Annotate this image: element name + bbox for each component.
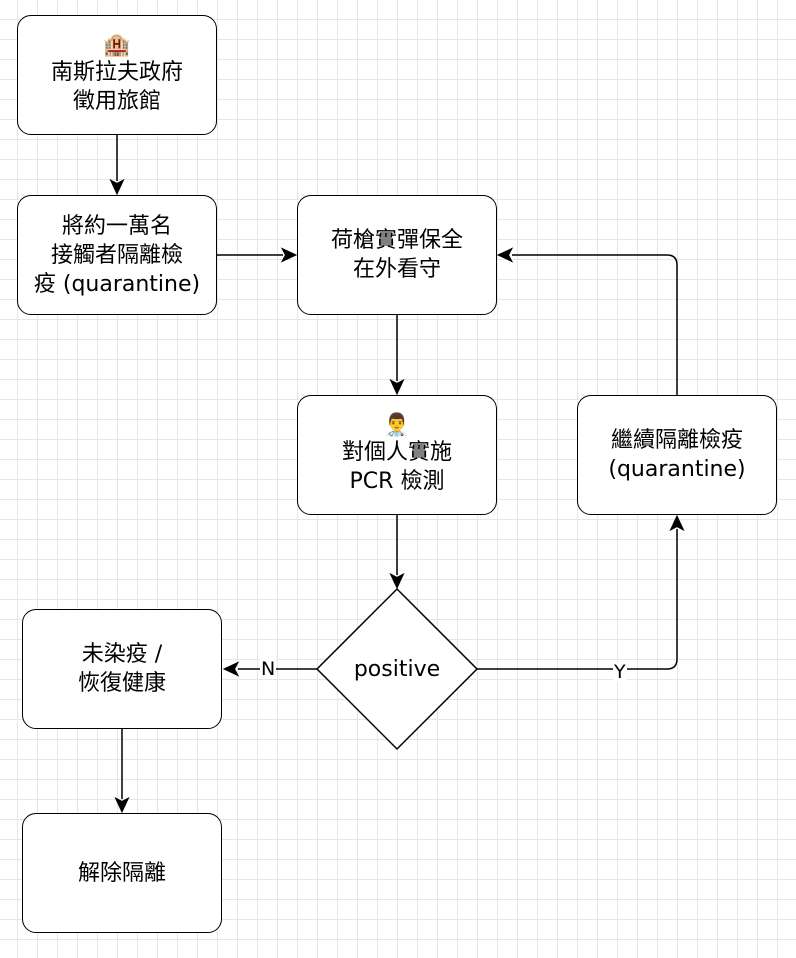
node-isolate-line3: 疫 (quarantine)	[33, 271, 201, 297]
node-healthy-line2: 恢復健康	[77, 671, 166, 696]
decision-label: positive	[353, 656, 441, 682]
edge-label-yes: Y	[613, 661, 627, 683]
node-pcr-line1: 對個人實施	[341, 440, 452, 465]
node-isolate-line2: 接觸者隔離檢	[50, 242, 183, 268]
health-worker-icon: 👨‍⚕️	[383, 413, 411, 438]
node-pcr[interactable]: 👨‍⚕️ 對個人實施 PCR 檢測	[297, 395, 497, 515]
arrowhead-isolate-guard	[280, 247, 298, 263]
node-continue-line2: (quarantine)	[608, 457, 746, 482]
arrowhead-continue-guard	[496, 247, 514, 263]
node-hotel[interactable]: 🏨 南斯拉夫政府 徵用旅館	[17, 15, 217, 135]
edge-continue-to-guard	[512, 254, 678, 395]
edge-decision-yes	[477, 529, 678, 670]
node-isolate-line1: 將約一萬名	[61, 213, 172, 239]
arrowhead-pcr-decision	[389, 572, 405, 590]
node-isolate[interactable]: 將約一萬名 接觸者隔離檢 疫 (quarantine)	[17, 195, 217, 315]
arrowhead-guard-pcr	[389, 378, 405, 396]
node-guard-line2: 在外看守	[352, 257, 441, 282]
node-guard-line1: 荷槍實彈保全	[330, 228, 463, 253]
node-pcr-line2: PCR 檢測	[349, 469, 445, 494]
node-release[interactable]: 解除隔離	[22, 813, 222, 933]
node-hotel-line1: 南斯拉夫政府	[50, 60, 183, 85]
node-continue-quarantine[interactable]: 繼續隔離檢疫 (quarantine)	[577, 395, 777, 515]
arrowhead-healthy-release	[114, 796, 130, 814]
arrowhead-decision-healthy	[222, 661, 240, 677]
node-healthy-line1: 未染疫 /	[81, 642, 163, 667]
node-guard[interactable]: 荷槍實彈保全 在外看守	[297, 195, 497, 315]
node-release-label: 解除隔離	[77, 860, 166, 886]
node-continue-line1: 繼續隔離檢疫	[610, 428, 743, 453]
arrowhead-hotel-isolate	[109, 178, 125, 196]
arrowhead-decision-continue	[669, 514, 685, 532]
decision-diamond	[315, 587, 479, 751]
edge-label-no: N	[260, 658, 277, 680]
node-hotel-line2: 徵用旅館	[72, 89, 161, 114]
hotel-icon: 🏨	[103, 33, 131, 58]
node-healthy[interactable]: 未染疫 / 恢復健康	[22, 609, 222, 729]
